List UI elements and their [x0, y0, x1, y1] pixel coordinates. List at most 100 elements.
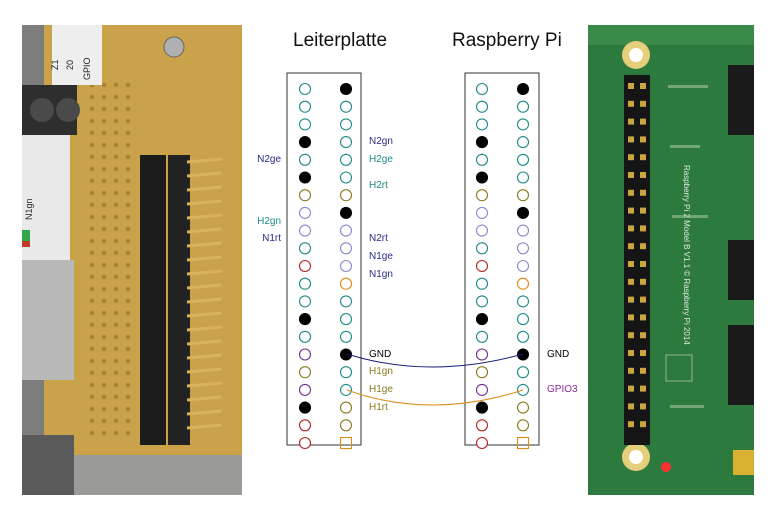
- raspberry-pi-pin-r7-c1: [475, 189, 489, 202]
- leiterplatte-right-label-3: H2rt: [369, 180, 388, 192]
- leiterplatte-pin-r19-c1: [298, 401, 312, 414]
- raspberry-pi-pin-r1-c1: [475, 82, 489, 96]
- leiterplatte-pin-r4-c1: [298, 136, 312, 149]
- title-raspberry-pi: Raspberry Pi: [452, 30, 562, 51]
- leiterplatte-pin-r11-c1: [298, 259, 312, 273]
- raspberry-pi-pin-r6-c2: [516, 171, 530, 184]
- raspberry-pi-pin-r14-c2: [516, 313, 530, 326]
- raspberry-pi-pin-r3-c2: [516, 118, 530, 131]
- rpi-silkscreen: Raspberry Pi 2 Model B V1.1 © Raspberry …: [682, 165, 691, 345]
- raspberry-pi-pin-r3-c1: [475, 118, 489, 131]
- leiterplatte-pin-r10-c2: [339, 242, 353, 255]
- leiterplatte-pin-r5-c2: [339, 153, 353, 166]
- photo-perfboard: Z1 20 GPIO N1gn: [22, 25, 242, 495]
- leiterplatte-pin-r18-c1: [298, 383, 312, 396]
- raspberry-pi-pin-r19-c2: [516, 401, 530, 414]
- leiterplatte-pin-r6-c2: [339, 171, 353, 184]
- leiterplatte-pin-r14-c2: [339, 313, 353, 326]
- leiterplatte-header-box: [286, 72, 362, 446]
- wire-gpio3: [346, 389, 524, 406]
- leiterplatte-pin-r12-c1: [298, 277, 312, 290]
- leiterplatte-pin-r8-c1: [298, 206, 312, 219]
- leiterplatte-left-label-1: N2ge: [257, 153, 281, 165]
- raspberry-pi-pin-r21-c2: [516, 436, 530, 450]
- raspberry-pi-pins: [475, 82, 530, 450]
- leiterplatte-pin-r14-c1: [298, 313, 312, 326]
- leiterplatte-pin-r20-c2: [339, 419, 353, 432]
- raspberry-pi-pin-r7-c2: [516, 189, 530, 202]
- leiterplatte-pin-r16-c2: [339, 348, 353, 361]
- raspberry-pi-pin-r16-c1: [475, 348, 489, 361]
- leiterplatte-right-label-5: N1ge: [369, 251, 393, 263]
- leiterplatte-pin-r13-c1: [298, 295, 312, 308]
- leiterplatte-right-label-1: N2gn: [369, 136, 393, 148]
- raspberry-pi-pin-r12-c1: [475, 277, 489, 290]
- leiterplatte-pin-r9-c1: [298, 224, 312, 237]
- raspberry-pi-pin-r10-c1: [475, 242, 489, 255]
- raspberry-pi-pin-r9-c1: [475, 224, 489, 237]
- leiterplatte-pin-r20-c1: [298, 419, 312, 432]
- leiterplatte-pin-r10-c1: [298, 242, 312, 255]
- side-label-n1gn: N1gn: [24, 198, 34, 220]
- leiterplatte-pin-r3-c1: [298, 118, 312, 131]
- raspberry-pi-label-1: GND: [547, 348, 570, 360]
- leiterplatte-pin-r8-c2: [339, 206, 353, 219]
- raspberry-pi-pin-r15-c2: [516, 330, 530, 343]
- raspberry-pi-pin-r15-c1: [475, 330, 489, 343]
- raspberry-pi-pin-r18-c1: [475, 383, 489, 396]
- raspberry-pi-illustration: Raspberry Pi 2 Model B V1.1 © Raspberry …: [588, 25, 754, 495]
- photo-raspberry-pi: Raspberry Pi 2 Model B V1.1 © Raspberry …: [588, 25, 754, 495]
- raspberry-pi-pin-r18-c2: [516, 383, 530, 396]
- leiterplatte-pin-r9-c2: [339, 224, 353, 237]
- raspberry-pi-pin-r13-c2: [516, 295, 530, 308]
- header-label-20: 20: [65, 60, 75, 70]
- leiterplatte-pin-r7-c1: [298, 189, 312, 202]
- raspberry-pi-pin-r11-c1: [475, 259, 489, 273]
- leiterplatte-pin-r15-c2: [339, 330, 353, 343]
- raspberry-pi-pin-r2-c1: [475, 100, 489, 113]
- header-label-z1: Z1: [50, 59, 60, 70]
- leiterplatte-pin-r16-c1: [298, 348, 312, 361]
- raspberry-pi-pin-r10-c2: [516, 242, 530, 255]
- leiterplatte-pin-r15-c1: [298, 330, 312, 343]
- raspberry-pi-pin-r6-c1: [475, 171, 489, 184]
- leiterplatte-pin-r5-c1: [298, 153, 312, 166]
- leiterplatte-pin-r12-c2: [339, 277, 353, 290]
- raspberry-pi-pin-r14-c1: [475, 313, 489, 326]
- leiterplatte-right-label-4: N2rt: [369, 233, 388, 245]
- leiterplatte-pin-r4-c2: [339, 136, 353, 149]
- raspberry-pi-pin-r9-c2: [516, 224, 530, 237]
- raspberry-pi-pin-r20-c2: [516, 419, 530, 432]
- leiterplatte-right-label-6: N1gn: [369, 268, 393, 280]
- leiterplatte-pin-r2-c2: [339, 100, 353, 113]
- leiterplatte-pin-r6-c1: [298, 171, 312, 184]
- wire-gnd: [346, 353, 524, 368]
- raspberry-pi-pin-r1-c2: [516, 82, 530, 96]
- leiterplatte-pin-r13-c2: [339, 295, 353, 308]
- leiterplatte-pin-r21-c2: [339, 436, 353, 450]
- title-leiterplatte: Leiterplatte: [293, 30, 388, 51]
- header-label-gpio: GPIO: [82, 57, 92, 80]
- raspberry-pi-pin-r21-c1: [475, 436, 489, 450]
- leiterplatte-pin-r11-c2: [339, 259, 353, 273]
- raspberry-pi-pin-r11-c2: [516, 259, 530, 273]
- raspberry-pi-pin-r8-c1: [475, 206, 489, 219]
- leiterplatte-right-label-2: H2ge: [369, 153, 393, 165]
- raspberry-pi-pin-r2-c2: [516, 100, 530, 113]
- raspberry-pi-pin-r17-c2: [516, 366, 530, 379]
- leiterplatte-right-label-9: H1ge: [369, 383, 393, 395]
- raspberry-pi-pin-r5-c2: [516, 153, 530, 166]
- leiterplatte-right-label-8: H1gn: [369, 366, 393, 378]
- raspberry-pi-pin-r20-c1: [475, 419, 489, 432]
- leiterplatte-pins: [298, 82, 353, 450]
- leiterplatte-pin-r21-c1: [298, 436, 312, 450]
- leiterplatte-left-label-3: N1rt: [262, 233, 281, 245]
- raspberry-pi-pin-r8-c2: [516, 206, 530, 219]
- raspberry-pi-pin-r17-c1: [475, 366, 489, 379]
- leiterplatte-right-label-7: GND: [369, 348, 392, 360]
- leiterplatte-pin-r18-c2: [339, 383, 353, 396]
- raspberry-pi-header-box: [464, 72, 540, 446]
- leiterplatte-pin-r19-c2: [339, 401, 353, 414]
- raspberry-pi-pin-r12-c2: [516, 277, 530, 290]
